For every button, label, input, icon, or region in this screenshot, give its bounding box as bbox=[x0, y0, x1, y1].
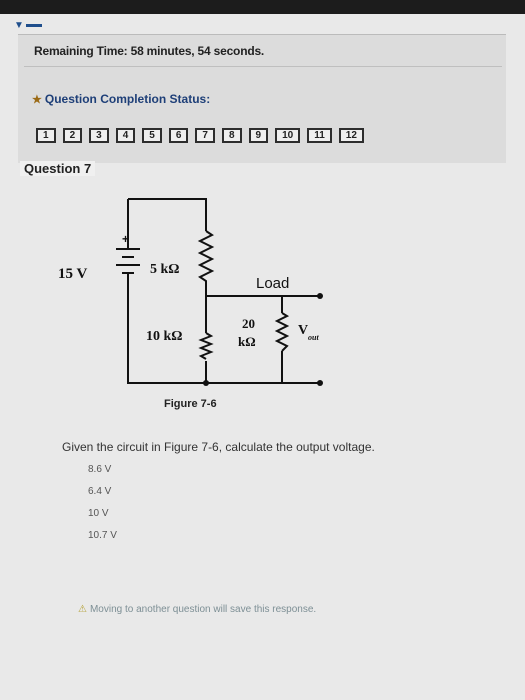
question-nav-button-9[interactable]: 9 bbox=[248, 128, 269, 143]
question-nav-button-8[interactable]: 8 bbox=[221, 128, 242, 143]
answer-option-3[interactable]: 10 V bbox=[88, 508, 109, 519]
vout-subscript: out bbox=[308, 333, 319, 342]
wire-top bbox=[128, 198, 207, 231]
question-navigation: 1 2 3 4 5 6 7 8 9 10 11 12 bbox=[36, 128, 364, 143]
question-nav-button-4[interactable]: 4 bbox=[115, 128, 136, 143]
question-nav-button-5[interactable]: 5 bbox=[142, 128, 162, 143]
question-nav-button-6[interactable]: 6 bbox=[168, 128, 189, 143]
svg-text:+: + bbox=[122, 232, 129, 246]
question-nav-button-3[interactable]: 3 bbox=[89, 128, 109, 143]
r3-value-label: 20 bbox=[242, 316, 255, 331]
question-title: Question 7 bbox=[20, 161, 96, 176]
output-node-top bbox=[317, 293, 323, 299]
completion-status-header[interactable]: ★Question Completion Status: bbox=[32, 92, 210, 106]
collapse-dash-icon[interactable] bbox=[26, 24, 42, 27]
star-icon: ★ bbox=[32, 94, 42, 106]
remaining-time: Remaining Time: 58 minutes, 54 seconds. bbox=[34, 44, 265, 58]
wire-bottom bbox=[127, 285, 320, 384]
vout-label: V bbox=[298, 323, 308, 338]
figure-caption: Figure 7-6 bbox=[164, 398, 217, 410]
resistor-5k bbox=[197, 230, 215, 296]
r3-unit-label: kΩ bbox=[238, 334, 256, 349]
answer-option-1[interactable]: 8.6 V bbox=[88, 464, 112, 475]
battery-symbol bbox=[116, 248, 140, 285]
r1-label: 5 kΩ bbox=[150, 262, 180, 277]
collapse-arrow-icon[interactable]: ▼ bbox=[14, 20, 24, 31]
r2-label: 10 kΩ bbox=[146, 329, 183, 344]
resistor-20k bbox=[274, 312, 290, 352]
circuit-figure: + 15 V 5 kΩ Load 10 kΩ 20 kΩ V out bbox=[58, 198, 323, 386]
resistor-10k bbox=[198, 332, 214, 360]
question-nav-button-12[interactable]: 12 bbox=[338, 128, 364, 143]
question-nav-button-7[interactable]: 7 bbox=[195, 128, 215, 143]
question-nav-button-11[interactable]: 11 bbox=[307, 128, 332, 143]
browser-top-bar bbox=[0, 0, 525, 14]
warning-icon: ⚠ bbox=[78, 604, 87, 615]
question-prompt: Given the circuit in Figure 7-6, calcula… bbox=[62, 440, 375, 454]
completion-status-label: Question Completion Status: bbox=[44, 92, 211, 106]
source-voltage-label: 15 V bbox=[58, 266, 87, 282]
question-nav-button-10[interactable]: 10 bbox=[275, 128, 301, 143]
load-label: Load bbox=[256, 275, 289, 292]
question-nav-button-1[interactable]: 1 bbox=[36, 128, 56, 143]
question-nav-button-2[interactable]: 2 bbox=[62, 128, 83, 143]
answer-option-2[interactable]: 6.4 V bbox=[88, 486, 112, 497]
panel-divider bbox=[24, 66, 502, 67]
junction-node bbox=[203, 380, 209, 386]
answer-options: 8.6 V 6.4 V 10 V 10.7 V bbox=[88, 463, 117, 551]
answer-option-4[interactable]: 10.7 V bbox=[88, 530, 117, 541]
save-warning-text: Moving to another question will save thi… bbox=[89, 604, 317, 615]
output-node-bottom bbox=[317, 380, 323, 386]
save-warning: ⚠Moving to another question will save th… bbox=[78, 604, 316, 615]
